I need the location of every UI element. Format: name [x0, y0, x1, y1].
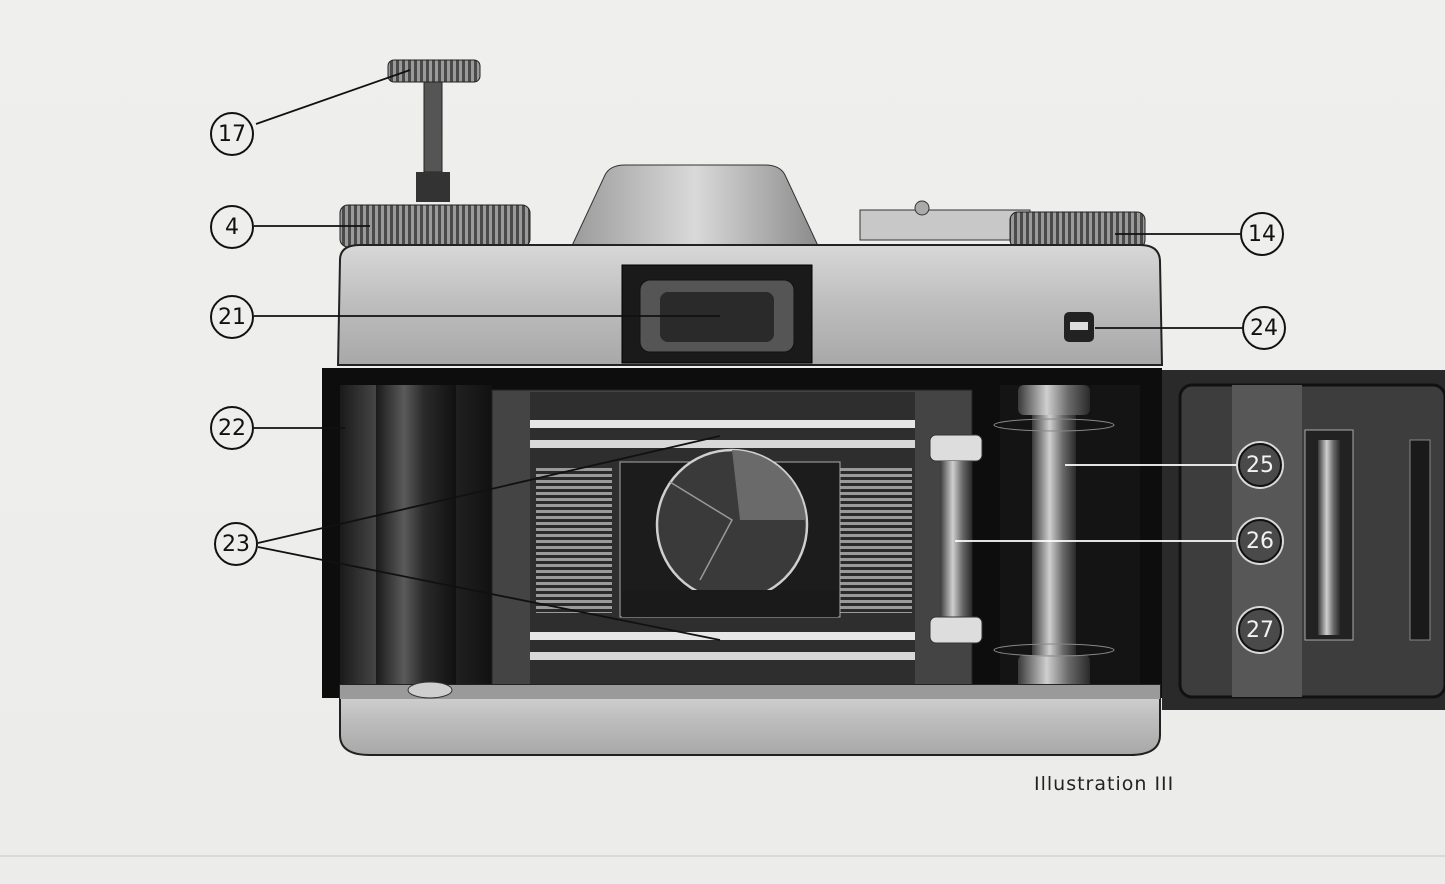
callout-label: 27	[1246, 617, 1274, 643]
callout-label: 4	[225, 214, 239, 240]
callout-26: 26	[1238, 519, 1282, 563]
callout-label: 24	[1250, 315, 1278, 341]
callout-25: 25	[1238, 443, 1282, 487]
callout-label: 23	[222, 531, 250, 557]
callout-label: 25	[1246, 452, 1274, 478]
callout-24: 24	[1242, 306, 1286, 350]
callout-23: 23	[214, 522, 258, 566]
callout-label: 17	[218, 121, 246, 147]
page-fold	[0, 855, 1445, 857]
callout-label: 21	[218, 304, 246, 330]
callout-14: 14	[1240, 212, 1284, 256]
callout-label: 22	[218, 415, 246, 441]
callout-27: 27	[1238, 608, 1282, 652]
callout-4: 4	[210, 205, 254, 249]
callout-label: 26	[1246, 528, 1274, 554]
illustration-caption: Illustration III	[1034, 773, 1175, 795]
callout-label: 14	[1248, 221, 1276, 247]
callout-21: 21	[210, 295, 254, 339]
callout-17: 17	[210, 112, 254, 156]
callout-22: 22	[210, 406, 254, 450]
